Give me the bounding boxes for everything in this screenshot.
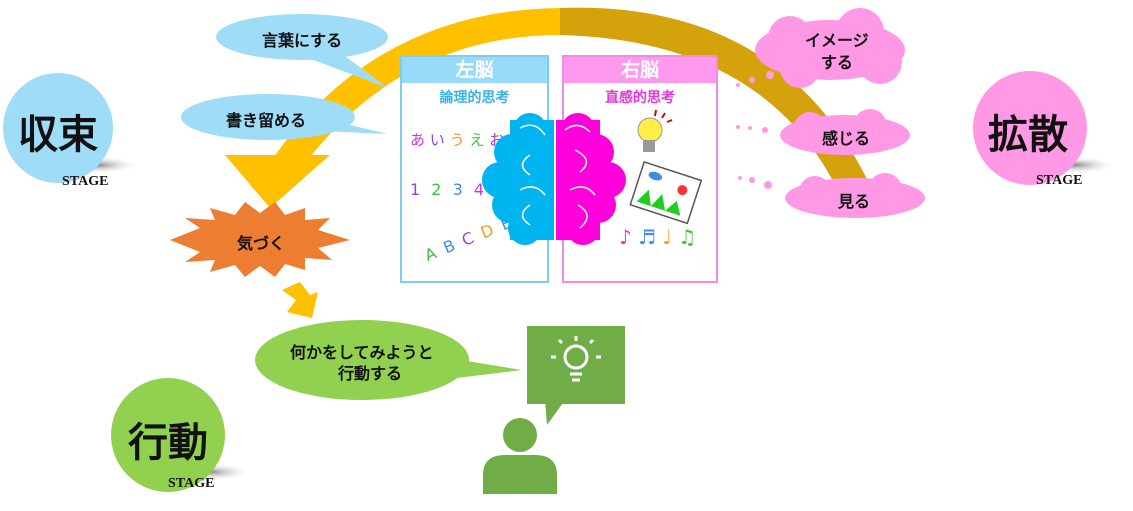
notice-text: 気づく xyxy=(237,234,286,253)
kana: い xyxy=(429,131,445,149)
bubble-text-write-down: 書き留める xyxy=(226,111,307,130)
cloud-image-line2: する xyxy=(820,53,853,72)
arc-arrow-left xyxy=(265,8,560,170)
number: 2 xyxy=(431,180,445,199)
bubble-write-down xyxy=(181,94,355,140)
action-speech-bubble xyxy=(255,320,469,400)
action-stage-label: STAGE xyxy=(168,476,215,491)
music-note-icon: ♩ xyxy=(662,225,672,249)
bubble-put-into-words xyxy=(216,14,388,60)
action-circle xyxy=(111,378,225,492)
convergence-stage-label: STAGE xyxy=(62,174,109,189)
divergence-label: 拡散 xyxy=(988,112,1068,158)
number: 3 xyxy=(452,180,466,199)
left-brain-title: 左脳 xyxy=(402,57,547,83)
number: 1 xyxy=(410,180,424,199)
number: 4 xyxy=(473,180,488,199)
arrowhead-down xyxy=(225,155,330,208)
letter: A xyxy=(421,242,441,265)
music-note-icon: ♪ xyxy=(619,225,632,249)
action-label: 行動 xyxy=(128,420,208,466)
lightbulb-icon xyxy=(551,336,601,382)
action-line-2: 行動する xyxy=(338,364,403,383)
bubble-text-put-into-words: 言葉にする xyxy=(262,31,343,50)
letter: B xyxy=(440,234,460,258)
kana: え xyxy=(469,131,485,149)
left-brain-panel: 左脳 論理的思考 あ い う え お 1 2 3 4 5 A B C D E xyxy=(400,55,549,283)
action-line-1: 何かをしてみようと xyxy=(290,343,434,362)
divergence-stage-label: STAGE xyxy=(1036,173,1083,188)
letter: C xyxy=(459,227,479,250)
number-row: 1 2 3 4 5 xyxy=(410,180,508,199)
thought-clouds xyxy=(736,8,925,218)
kana: あ xyxy=(410,131,426,149)
convergence-circle xyxy=(3,73,113,183)
kana: う xyxy=(449,131,465,149)
cloud-image: イメージ する xyxy=(805,30,869,74)
kana-row: あ い う え お xyxy=(410,129,504,150)
cloud-feel: 感じる xyxy=(822,129,871,148)
arc-arrow-right xyxy=(560,7,870,185)
action-bubble-text: 何かをしてみようと 行動する xyxy=(290,342,434,384)
letter: D xyxy=(477,219,499,243)
left-brain-subtitle: 論理的思考 xyxy=(439,90,510,106)
notice-starburst xyxy=(170,202,350,277)
music-note-icon: ♬ xyxy=(638,225,657,249)
cloud-image-line1: イメージ xyxy=(805,31,869,50)
right-brain-title: 右脳 xyxy=(564,57,716,83)
convergence-label: 収束 xyxy=(18,112,98,158)
small-arrow-down xyxy=(282,282,318,318)
right-brain-panel: 右脳 直感的思考 ♪ ♬ ♩ ♫ xyxy=(562,55,718,283)
cloud-see: 見る xyxy=(838,192,871,211)
letter-row: A B C D E xyxy=(422,212,516,265)
kana: お xyxy=(489,131,505,149)
letter: E xyxy=(497,212,517,235)
music-note-icon: ♫ xyxy=(678,225,697,249)
right-brain-subtitle: 直感的思考 xyxy=(605,90,675,106)
number: 5 xyxy=(495,180,509,199)
divergence-circle xyxy=(973,71,1087,185)
person-idea-icon xyxy=(483,326,625,494)
music-notes: ♪ ♬ ♩ ♫ xyxy=(619,225,696,249)
